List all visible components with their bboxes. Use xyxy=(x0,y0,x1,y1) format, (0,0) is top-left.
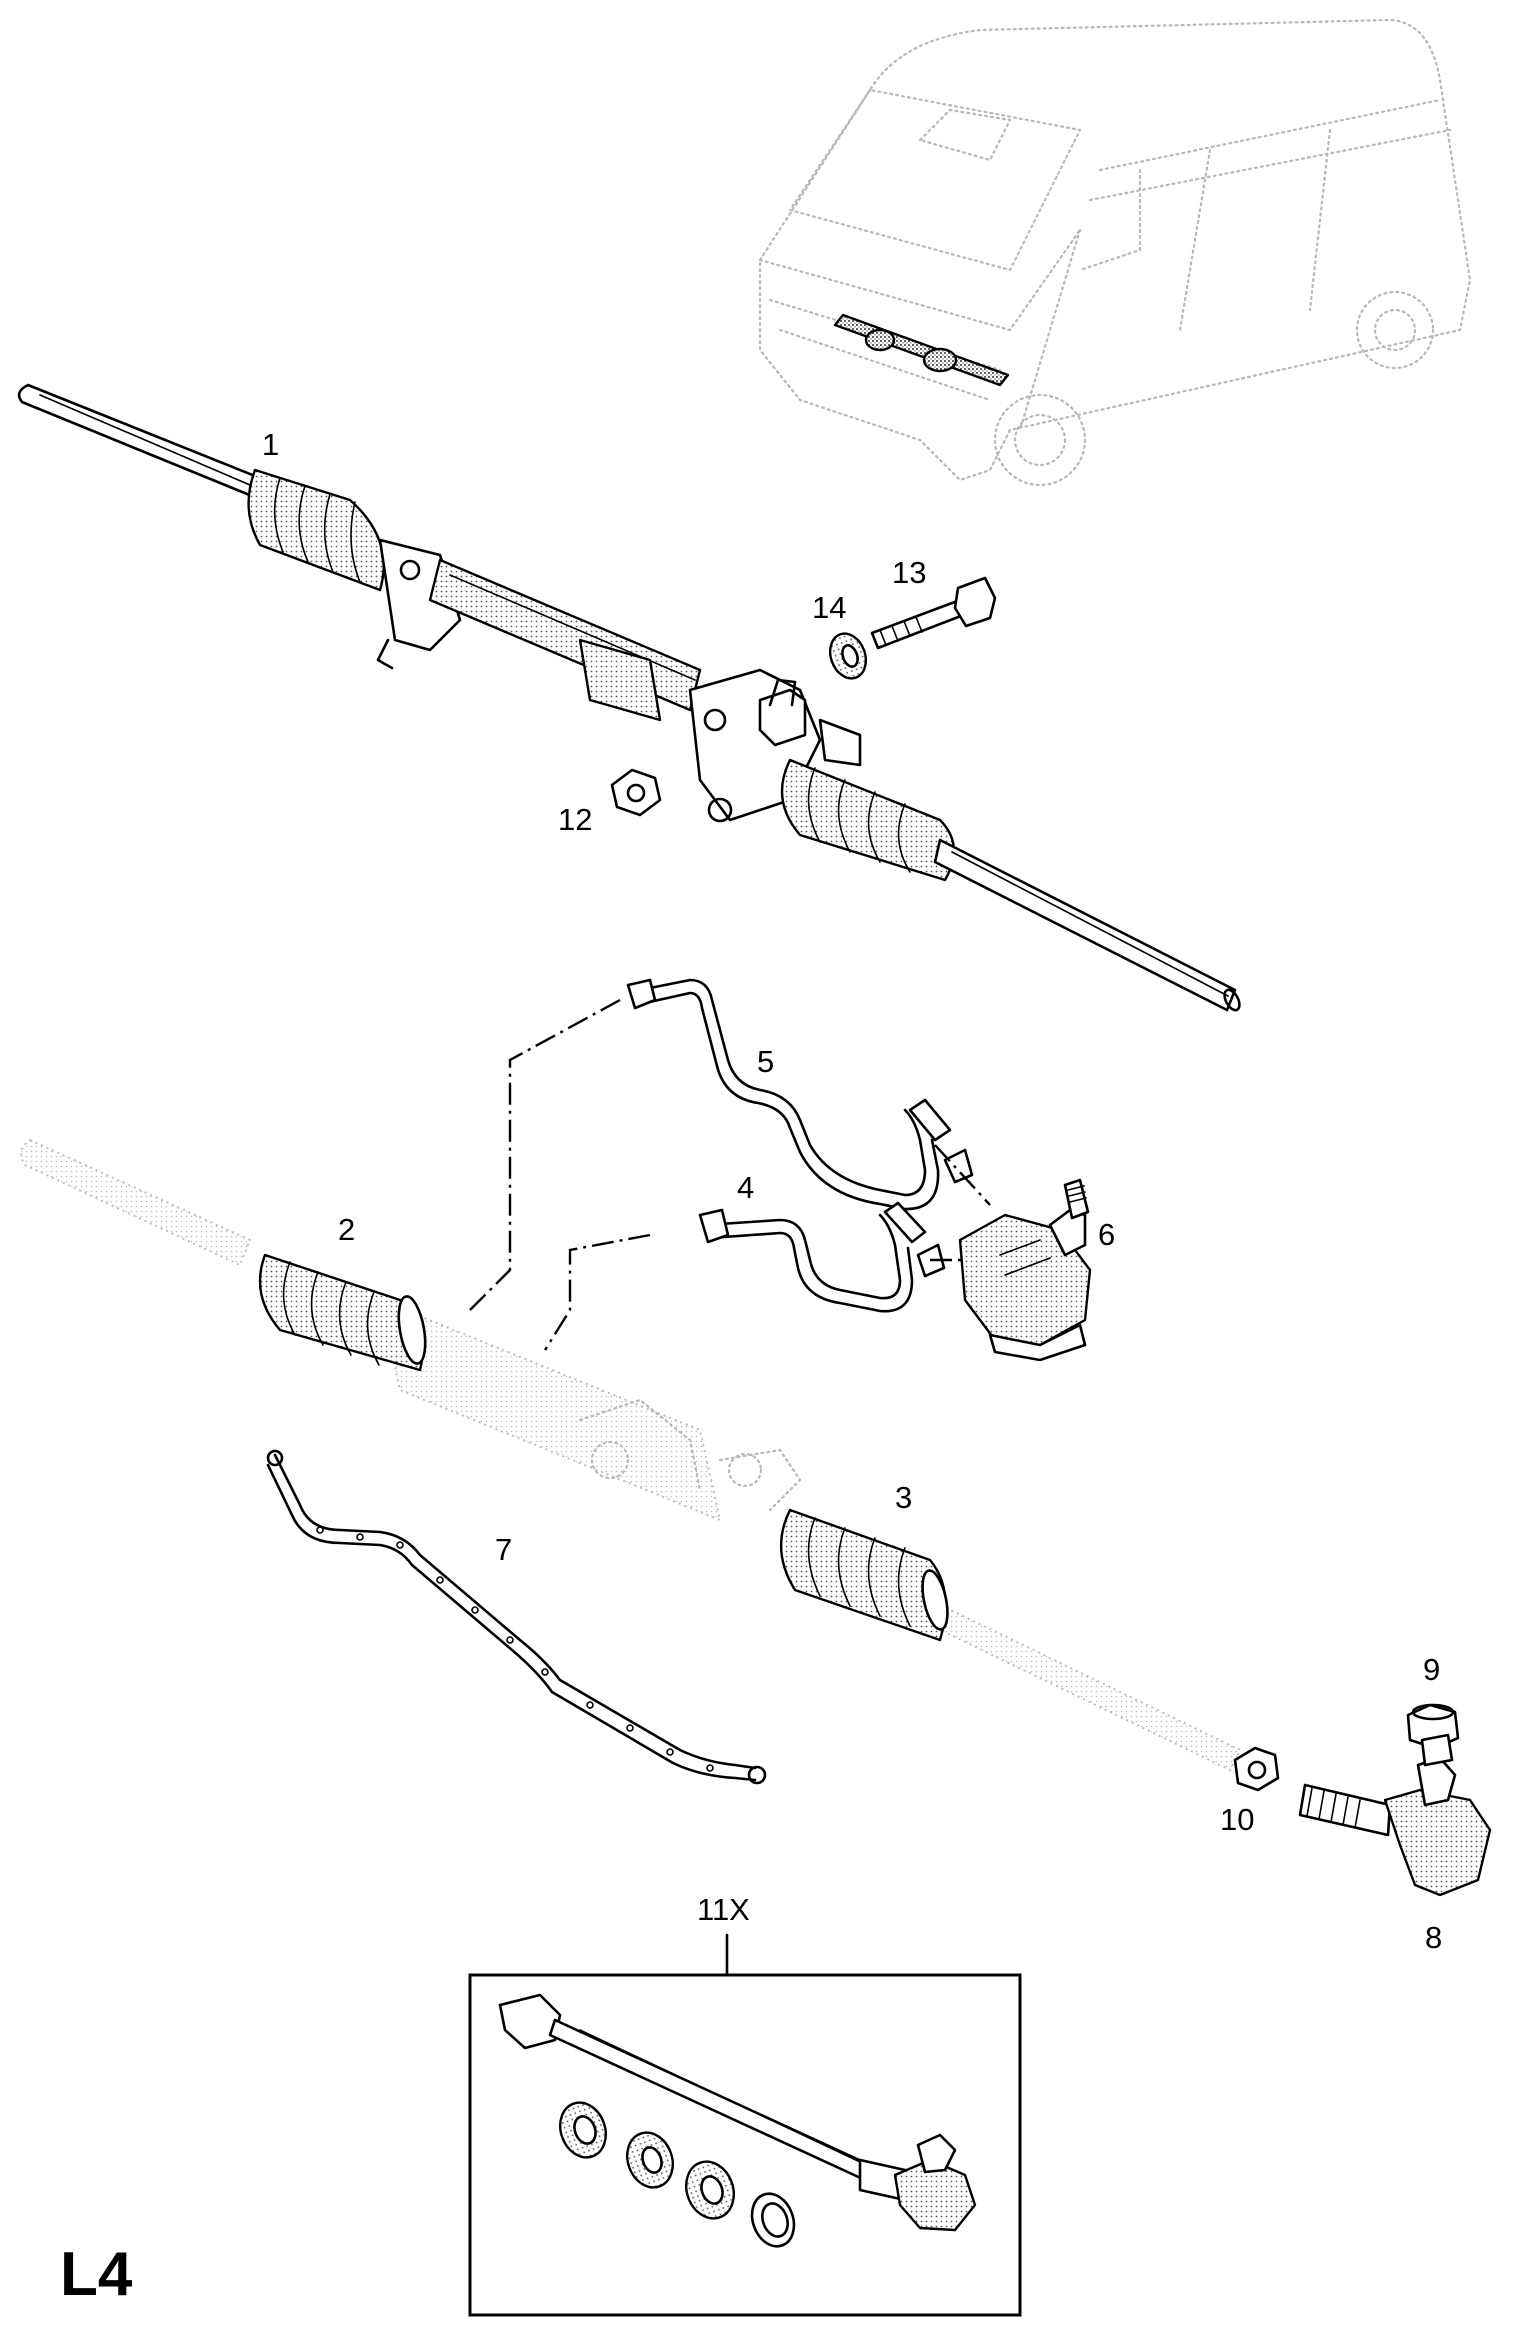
callout-labels: 1 2 3 4 5 6 7 8 9 10 11X 12 13 14 L4 xyxy=(60,427,1442,2309)
steering-rack-assembly xyxy=(17,383,1241,1012)
callout-4: 4 xyxy=(737,1170,754,1205)
callout-1: 1 xyxy=(262,427,279,462)
callout-6: 6 xyxy=(1098,1217,1115,1252)
callout-5: 5 xyxy=(757,1044,774,1079)
callout-14: 14 xyxy=(812,590,846,625)
part-5-hydraulic-line xyxy=(626,978,974,1211)
part-14-washer xyxy=(828,632,868,680)
leader-lines xyxy=(469,998,991,1351)
part-13-bolt xyxy=(870,576,997,650)
part-8-tie-rod-end xyxy=(1298,1733,1492,1897)
part-2-bellows xyxy=(258,1253,427,1372)
part-7-gasket-strip xyxy=(266,1449,767,1785)
callout-11x: 11X xyxy=(697,1892,750,1927)
callout-13: 13 xyxy=(892,555,926,590)
part-6-valve-housing xyxy=(958,1178,1092,1362)
part-10-lock-nut xyxy=(1233,1746,1280,1792)
callout-10: 10 xyxy=(1220,1802,1254,1837)
ghost-rack-background xyxy=(20,1138,1242,1772)
part-3-bellows xyxy=(780,1508,949,1642)
part-12-nut xyxy=(610,768,662,817)
callout-9: 9 xyxy=(1423,1652,1440,1687)
part-11x-tie-rod-kit xyxy=(468,1933,1022,2317)
callout-8: 8 xyxy=(1425,1920,1442,1955)
page-code-label: L4 xyxy=(60,2240,133,2309)
callout-7: 7 xyxy=(495,1532,512,1567)
callout-12: 12 xyxy=(558,802,592,837)
van-location-illustration xyxy=(758,18,1472,487)
callout-3: 3 xyxy=(895,1480,912,1515)
part-4-hydraulic-line xyxy=(698,1201,946,1313)
callout-2: 2 xyxy=(338,1212,355,1247)
